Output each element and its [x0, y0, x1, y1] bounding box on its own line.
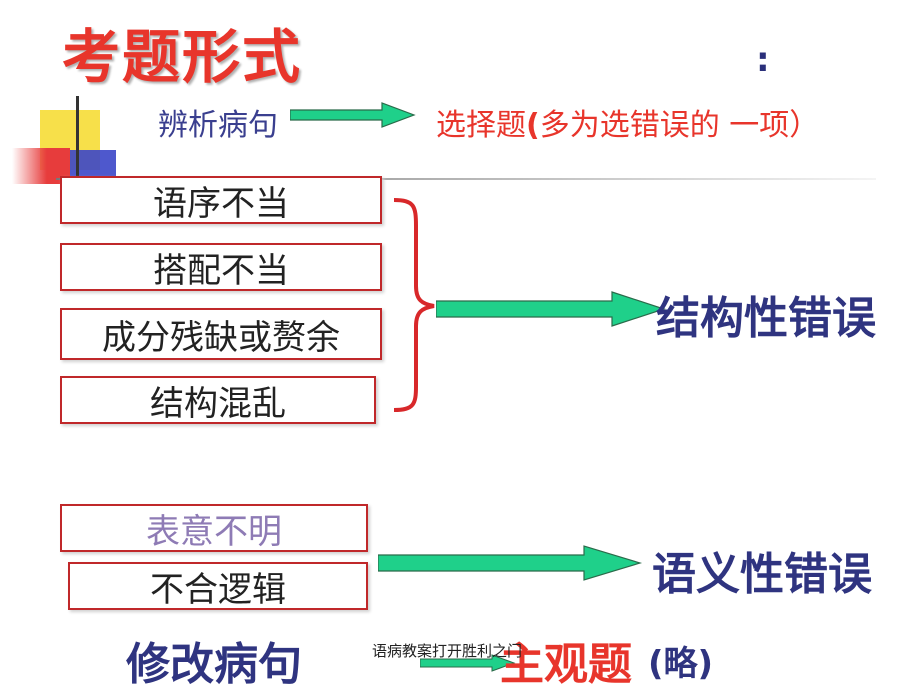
arrow-icon	[420, 654, 516, 672]
label-choice-question: 选择题(多为选错误的 一项）	[436, 100, 819, 144]
label-subjective: 主观题	[500, 639, 632, 690]
item-chengfen: 成分残缺或赘余	[60, 308, 382, 360]
item-biaoyi: 表意不明	[60, 504, 368, 552]
arrow-icon	[436, 291, 666, 327]
page-title: 考题形式	[62, 23, 303, 91]
title-colon: :	[756, 40, 770, 80]
choice-note: 多为选错误的 一项）	[539, 108, 820, 143]
item-jiegou: 结构混乱	[60, 376, 376, 424]
decor-blue-square	[66, 150, 116, 180]
label-omitted: (略)	[648, 644, 714, 684]
label-xiugai: 修改病句	[126, 639, 302, 690]
caption-text: 语病教案打开胜利之门	[372, 642, 523, 660]
decor-horizontal-rule	[56, 178, 876, 180]
semantic-result: 语义性错误	[652, 549, 872, 600]
arrow-icon	[290, 102, 416, 128]
item-dapei: 搭配不当	[60, 243, 382, 291]
arrow-icon	[378, 545, 643, 581]
structural-result: 结构性错误	[656, 293, 876, 344]
item-luoji: 不合逻辑	[68, 562, 368, 610]
label-bianxi: 辨析病句	[158, 108, 278, 143]
decor-vertical-line	[76, 96, 79, 206]
choice-type: 选择题	[436, 108, 526, 143]
open-paren: (	[526, 108, 540, 143]
brace-icon	[393, 198, 435, 412]
item-yuxu: 语序不当	[60, 176, 382, 224]
